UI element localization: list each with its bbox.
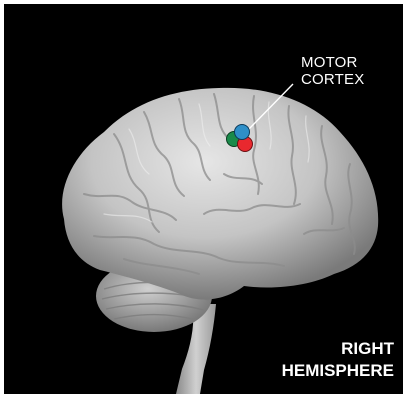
motor-cortex-label-line2: CORTEX [301, 71, 364, 88]
hemisphere-label: RIGHT HEMISPHERE [282, 338, 394, 382]
hemisphere-label-line2: HEMISPHERE [282, 360, 394, 382]
motor-cortex-label-line1: MOTOR [301, 54, 364, 71]
brain-image-panel: MOTOR CORTEX RIGHT HEMISPHERE [4, 4, 403, 394]
hemisphere-label-line1: RIGHT [282, 338, 394, 360]
motor-cortex-label: MOTOR CORTEX [301, 54, 364, 88]
blue-marker [235, 125, 250, 140]
cerebrum [62, 88, 378, 300]
